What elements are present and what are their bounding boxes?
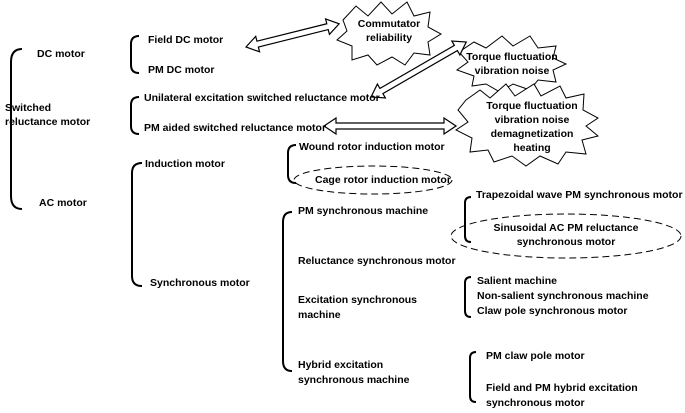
pm-aided-sr-motor-label: PM aided switched reluctance motor bbox=[144, 122, 327, 134]
arrow-field-dc-commutator bbox=[244, 17, 341, 53]
brace-motor-types bbox=[10, 48, 23, 210]
arrow-pm-aided-torque bbox=[322, 116, 458, 136]
arrow-unilateral-torque bbox=[370, 40, 468, 99]
torque-vibration-burst bbox=[455, 35, 568, 93]
cage-rotor-label: Cage rotor induction motor bbox=[315, 174, 451, 186]
hybrid-excitation-label-line1: Hybrid excitation bbox=[298, 359, 384, 371]
brace-ac-types bbox=[131, 162, 143, 287]
brace-excitation-types bbox=[464, 276, 472, 318]
ac-motor-label: AC motor bbox=[39, 197, 87, 209]
commutator-text-line2: reliability bbox=[365, 32, 413, 44]
brace-sr-types bbox=[130, 96, 140, 135]
sinusoidal-pm-label-line1: Sinusoidal AC PM reluctance bbox=[493, 222, 639, 234]
brace-synchronous-types bbox=[282, 211, 293, 372]
salient-machine-label: Salient machine bbox=[477, 275, 557, 287]
sinusoidal-pm-label-line2: synchronous motor bbox=[516, 236, 616, 248]
field-pm-hybrid-label-line2: synchronous motor bbox=[486, 397, 585, 409]
brace-hybrid-types bbox=[469, 351, 477, 403]
field-dc-motor-label: Field DC motor bbox=[148, 34, 224, 46]
synchronous-motor-label: Synchronous motor bbox=[150, 277, 250, 289]
pm-dc-motor-label: PM DC motor bbox=[148, 64, 215, 76]
wound-rotor-label: Wound rotor induction motor bbox=[299, 141, 445, 153]
commutator-reliability-burst bbox=[336, 1, 443, 66]
cage-rotor-highlight-oval bbox=[293, 165, 453, 195]
non-salient-machine-label: Non-salient synchronous machine bbox=[477, 290, 649, 302]
trapezoidal-pm-label: Trapezoidal wave PM synchronous motor bbox=[476, 189, 683, 201]
excitation-synchronous-label-line2: machine bbox=[298, 309, 341, 321]
reluctance-synchronous-label: Reluctance synchronous motor bbox=[298, 255, 456, 267]
pm-claw-pole-label: PM claw pole motor bbox=[486, 350, 585, 362]
field-pm-hybrid-label-line1: Field and PM hybrid excitation bbox=[486, 382, 638, 394]
torque-demagnetization-burst bbox=[455, 83, 600, 167]
induction-motor-label: Induction motor bbox=[145, 158, 225, 170]
vibration-noise-2-text-line2: vibration noise bbox=[494, 114, 570, 126]
pm-synchronous-label: PM synchronous machine bbox=[298, 205, 429, 217]
torque-fluctuation-2-text-line1: Torque fluctuation bbox=[486, 100, 578, 112]
vibration-noise-text-line2: vibration noise bbox=[474, 65, 550, 77]
torque-fluctuation-text-line1: Torque fluctuation bbox=[466, 51, 558, 63]
sinusoidal-highlight-oval bbox=[450, 213, 682, 259]
switched-reluctance-label-line1: Switched bbox=[5, 102, 52, 114]
hybrid-excitation-label-line2: synchronous machine bbox=[298, 374, 410, 386]
unilateral-sr-motor-label: Unilateral excitation switched reluctanc… bbox=[144, 92, 380, 104]
commutator-text-line1: Commutator bbox=[357, 18, 421, 30]
heating-text-line4: heating bbox=[513, 142, 551, 154]
switched-reluctance-label-line2: reluctance motor bbox=[5, 116, 91, 128]
claw-pole-sync-label: Claw pole synchronous motor bbox=[477, 305, 628, 317]
brace-pm-sync-types bbox=[464, 196, 472, 243]
dc-motor-label: DC motor bbox=[37, 48, 85, 60]
demagnetization-text-line3: demagnetization bbox=[490, 128, 574, 140]
excitation-synchronous-label-line1: Excitation synchronous bbox=[298, 294, 418, 306]
brace-induction-types bbox=[287, 144, 297, 184]
brace-dc-types bbox=[130, 35, 140, 74]
